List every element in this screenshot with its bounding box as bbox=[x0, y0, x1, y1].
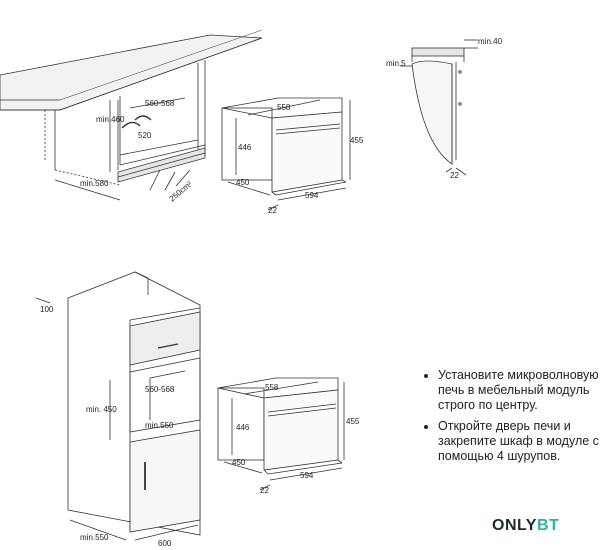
oven-dimensions-top bbox=[221, 97, 351, 211]
vent-area-label: 250cm² bbox=[168, 179, 194, 203]
oven2-front-height-label: 455 bbox=[346, 417, 360, 426]
logo-part-1: ONLY bbox=[492, 517, 537, 534]
oven2-body-height-label: 446 bbox=[236, 423, 250, 432]
front-gap-label: min.5 bbox=[386, 59, 406, 68]
cab-bottom-width-label: 600 bbox=[158, 539, 172, 548]
cab-bottom-depth-label: min.550 bbox=[80, 533, 109, 542]
top-gap-label: min.40 bbox=[478, 37, 503, 46]
oven-front-width-label: 594 bbox=[305, 191, 319, 200]
oven-front-thickness-label: 22 bbox=[268, 206, 277, 215]
depth-label: 520 bbox=[138, 131, 152, 140]
installation-instructions: Установите микроволновую печь в мебельны… bbox=[420, 368, 610, 470]
oven2-front-width-label: 594 bbox=[300, 471, 314, 480]
oven-width-label: 558 bbox=[277, 103, 291, 112]
side-view bbox=[400, 39, 478, 176]
oven-depth-label: 450 bbox=[236, 178, 250, 187]
niche-width-label: 560-568 bbox=[145, 99, 175, 108]
brand-logo: ONLYBT bbox=[492, 517, 559, 535]
min-depth-label: min.580 bbox=[80, 179, 109, 188]
logo-part-2: BT bbox=[536, 517, 560, 534]
instruction-item: Установите микроволновую печь в мебельны… bbox=[438, 368, 610, 413]
oven2-depth-label: 450 bbox=[232, 458, 246, 467]
door-thickness-label: 22 bbox=[450, 171, 459, 180]
tall-cabinet bbox=[35, 271, 201, 541]
oven-body-height-label: 446 bbox=[238, 143, 252, 152]
cab-min-height-label: min. 450 bbox=[86, 405, 117, 414]
cab-min-depth-label: min.550 bbox=[145, 421, 174, 430]
min-height-label: min.460 bbox=[96, 115, 125, 124]
cab-niche-width-label: 560-568 bbox=[145, 385, 175, 394]
oven-dimensions-bottom bbox=[217, 377, 345, 491]
instruction-item: Откройте дверь печи и закрепите шкаф в м… bbox=[438, 419, 610, 464]
top-cut-label: 100 bbox=[40, 305, 54, 314]
countertop-installation bbox=[0, 29, 263, 201]
oven2-width-label: 558 bbox=[265, 383, 279, 392]
oven-front-height-label: 455 bbox=[350, 136, 364, 145]
oven2-front-thickness-label: 22 bbox=[260, 486, 269, 495]
